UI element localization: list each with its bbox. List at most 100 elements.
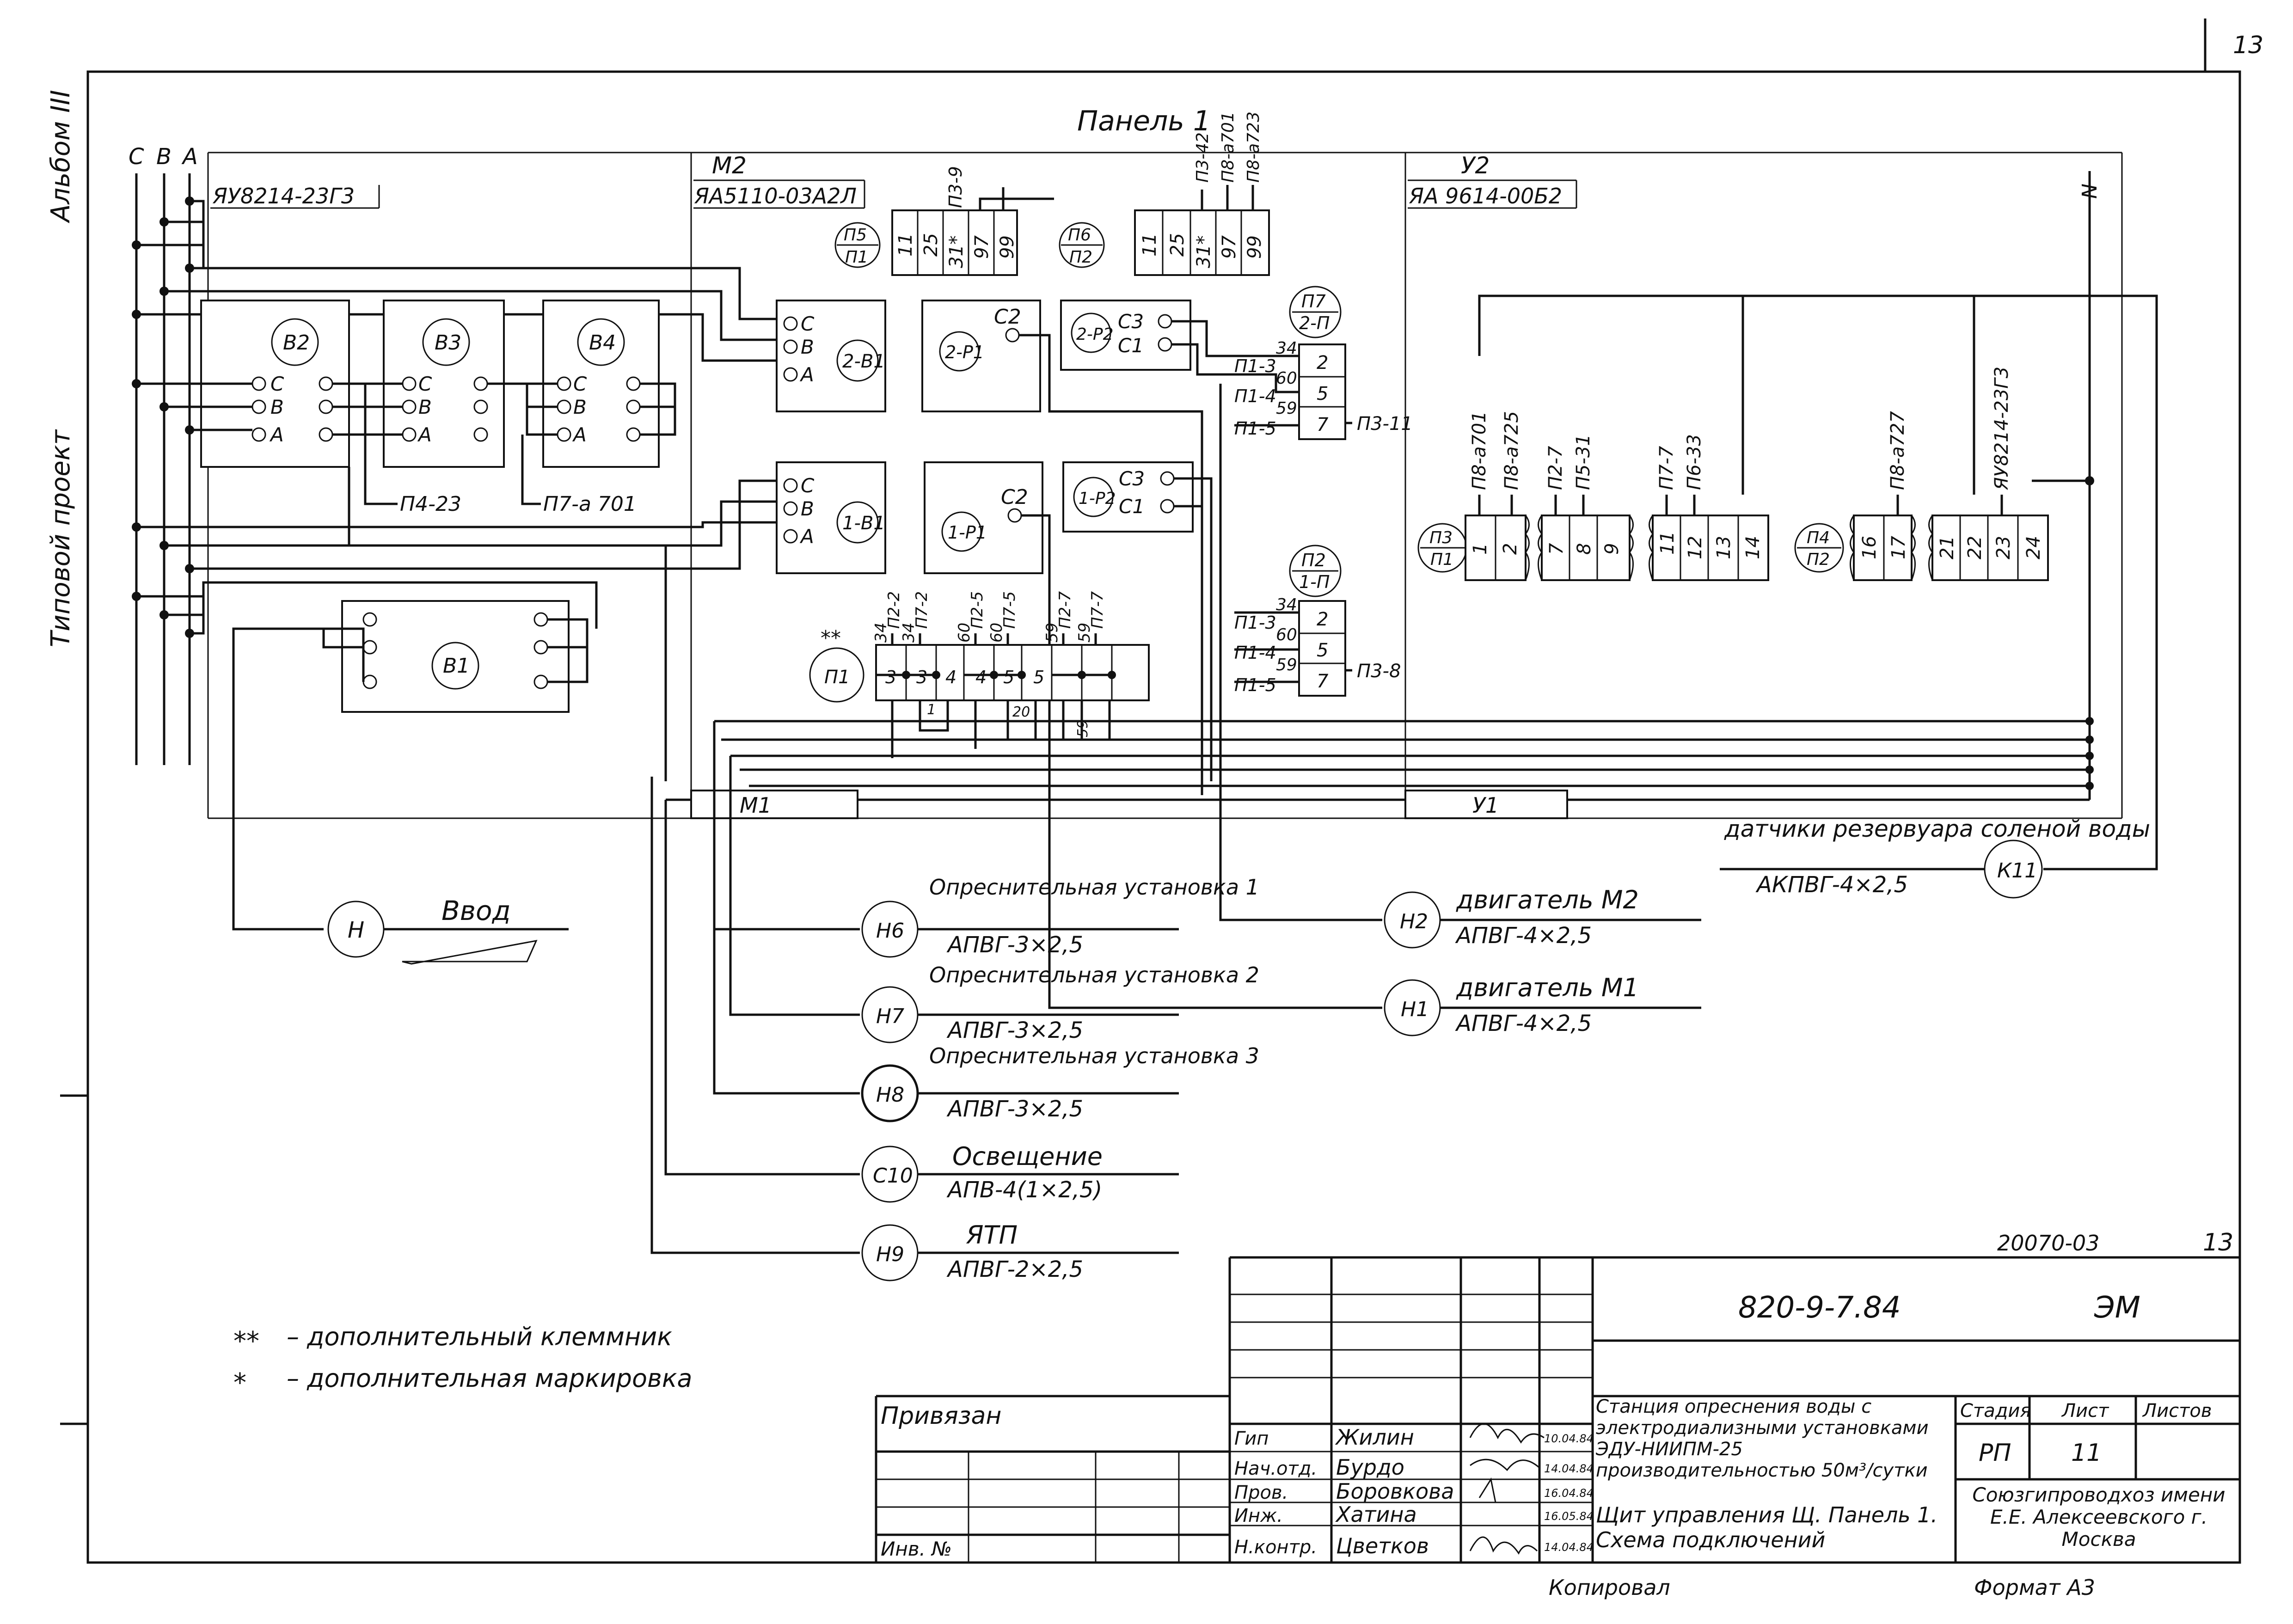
legend-symbol-1: ** [233, 1326, 259, 1356]
connector-p7-left: П1-3 П1-4 П1-5 [1234, 356, 1276, 439]
connector-p1 [809, 633, 1150, 758]
connector-p2-left: П1-3 П1-4 П1-5 [1234, 613, 1276, 695]
wire-motor-m2 [1219, 384, 1382, 921]
svg-text:П8-а725: П8-а725 [1501, 411, 1522, 490]
svg-text:25: 25 [920, 233, 942, 257]
svg-text:24: 24 [2023, 536, 2044, 559]
svg-text:14: 14 [1742, 536, 1764, 559]
wire-u2-n [2032, 171, 2091, 800]
enclosure-u2-type: ЯА 9614-00Б2 [1409, 184, 1562, 208]
svg-text:22: 22 [1964, 536, 1986, 559]
connector-p2-cells: 2 5 7 [1317, 609, 1329, 692]
sheet-header: Лист [2061, 1400, 2109, 1422]
svg-text:1: 1 [1470, 543, 1491, 555]
connector-p1-label: П1 [824, 667, 850, 688]
connector-p7-top: П7 [1301, 291, 1326, 312]
svg-text:34: 34 [872, 623, 890, 643]
breaker-b3-term-c: С [418, 373, 432, 395]
svg-text:ЯУ8214-23Г3: ЯУ8214-23Г3 [1991, 367, 2012, 490]
connector-p4-bottom: П2 [1807, 550, 1830, 569]
breaker-b3-term-b: В [418, 396, 432, 418]
doc-title-box: Станция опреснения воды с электродиализн… [1596, 1396, 1929, 1481]
connector-p1-wires: 34 34 60 60 59 59 [872, 623, 1094, 643]
svg-text:31*: 31* [946, 235, 967, 268]
svg-text:25: 25 [1167, 233, 1188, 257]
org-box: Союзгипроводхоз имени Е.Е. Алексеевского… [1972, 1484, 2225, 1550]
signatures [1469, 1423, 1545, 1555]
cable-h9-name: ЯТП [966, 1220, 1018, 1250]
phase-label-b: В [156, 144, 172, 170]
svg-text:П1-5: П1-5 [1234, 418, 1276, 439]
cable-h9-id: Н9 [876, 1243, 904, 1266]
svg-text:П5-31: П5-31 [1573, 434, 1594, 490]
cable-h1-spec: АПВГ-4×2,5 [1455, 1011, 1592, 1036]
bus-u1-label: У1 [1472, 793, 1499, 818]
svg-text:11: 11 [895, 233, 916, 257]
album-label: Альбом III [46, 90, 76, 224]
connector-p5-bottom: П1 [845, 248, 868, 267]
connector-p7 [1234, 286, 1352, 440]
connector-p3-top: П3 [1429, 528, 1453, 547]
stage-header: Стадия [1960, 1400, 2031, 1422]
doc-subtitle: Щит управления Щ. Панель 1. Схема подклю… [1596, 1502, 1938, 1552]
starter-1-b1-term-c: С [801, 474, 815, 497]
lead-n: N [2078, 184, 2102, 199]
cable-k11-name: датчики резервуара соленой воды [1724, 815, 2150, 842]
svg-text:5: 5 [1317, 383, 1328, 404]
cable-h8-spec: АПВГ-3×2,5 [946, 1096, 1083, 1122]
svg-text:5: 5 [1317, 640, 1328, 661]
connector-p6-tags: П3-42 П8-а701 П8-а723 [1193, 111, 1263, 183]
svg-text:10.04.84: 10.04.84 [1544, 1432, 1594, 1445]
connector-p2 [1234, 545, 1352, 697]
connector-p4-cells: 16 17 21 22 23 24 [1859, 536, 2044, 559]
svg-text:34: 34 [900, 623, 918, 643]
inv-code: 20070-03 [1997, 1231, 2099, 1256]
cable-h7-id: Н7 [876, 1005, 904, 1028]
bus-m1-label: М1 [740, 793, 772, 818]
svg-text:П3-42: П3-42 [1193, 132, 1212, 183]
cable-h2-id: Н2 [1400, 910, 1428, 933]
breaker-b3-label: В3 [435, 331, 461, 355]
svg-text:5: 5 [1003, 667, 1014, 687]
breaker-b4-label: В4 [589, 331, 616, 355]
cable-k11-spec: АКПВГ-4×2,5 [1755, 872, 1908, 898]
svg-text:17: 17 [1888, 536, 1909, 559]
relay-1-p1 [924, 461, 1043, 574]
connector-p7-cells: 2 5 7 [1317, 352, 1329, 435]
wire-junction [2085, 476, 2094, 485]
cable-h-tag [402, 940, 538, 965]
staff-names: Жилин Бурдо Боровкова Хатина Цветков [1335, 1425, 1454, 1558]
svg-text:2: 2 [1317, 609, 1328, 630]
phase-buses [135, 173, 191, 765]
relay-1-p1-term: С2 [1001, 485, 1028, 509]
svg-text:8: 8 [1574, 543, 1595, 555]
svg-text:14.04.84: 14.04.84 [1544, 1541, 1594, 1554]
svg-text:Инж.: Инж. [1234, 1505, 1283, 1526]
svg-text:59: 59 [1075, 720, 1091, 737]
svg-text:59: 59 [1043, 623, 1061, 643]
connector-p5-tag: П3-9 [945, 166, 966, 208]
stage-value: РП [1979, 1439, 2011, 1467]
cable-h9-spec: АПВГ-2×2,5 [946, 1256, 1083, 1282]
svg-text:16: 16 [1859, 536, 1880, 559]
connector-p4-top: П4 [1807, 528, 1830, 547]
svg-text:П2-5: П2-5 [968, 591, 987, 629]
connector-p1-mark: ** [821, 626, 841, 650]
starter-1-b1 [776, 461, 886, 574]
svg-text:60: 60 [1276, 625, 1297, 644]
breaker-b4-term-b: В [573, 396, 587, 418]
bus-u1-box [1404, 790, 1568, 819]
cable-h6-spec: АПВГ-3×2,5 [946, 932, 1083, 958]
breaker-b3-term-a: А [417, 423, 432, 446]
relay-2-p2-label: 2-Р2 [1076, 325, 1114, 344]
svg-text:13: 13 [1713, 536, 1735, 559]
connector-p4 [1794, 495, 2049, 581]
connector-p6-cells: 11 25 31* 97 99 [1139, 233, 1265, 268]
svg-text:П7-7: П7-7 [1088, 591, 1107, 629]
connector-p2-bottom: 1-П [1299, 572, 1330, 592]
svg-text:П1-5: П1-5 [1234, 675, 1276, 695]
svg-text:4: 4 [975, 667, 987, 687]
svg-text:Цветков: Цветков [1336, 1533, 1429, 1558]
lead-b2: П4-23 [400, 492, 461, 516]
svg-text:16.05.84: 16.05.84 [1544, 1510, 1594, 1523]
